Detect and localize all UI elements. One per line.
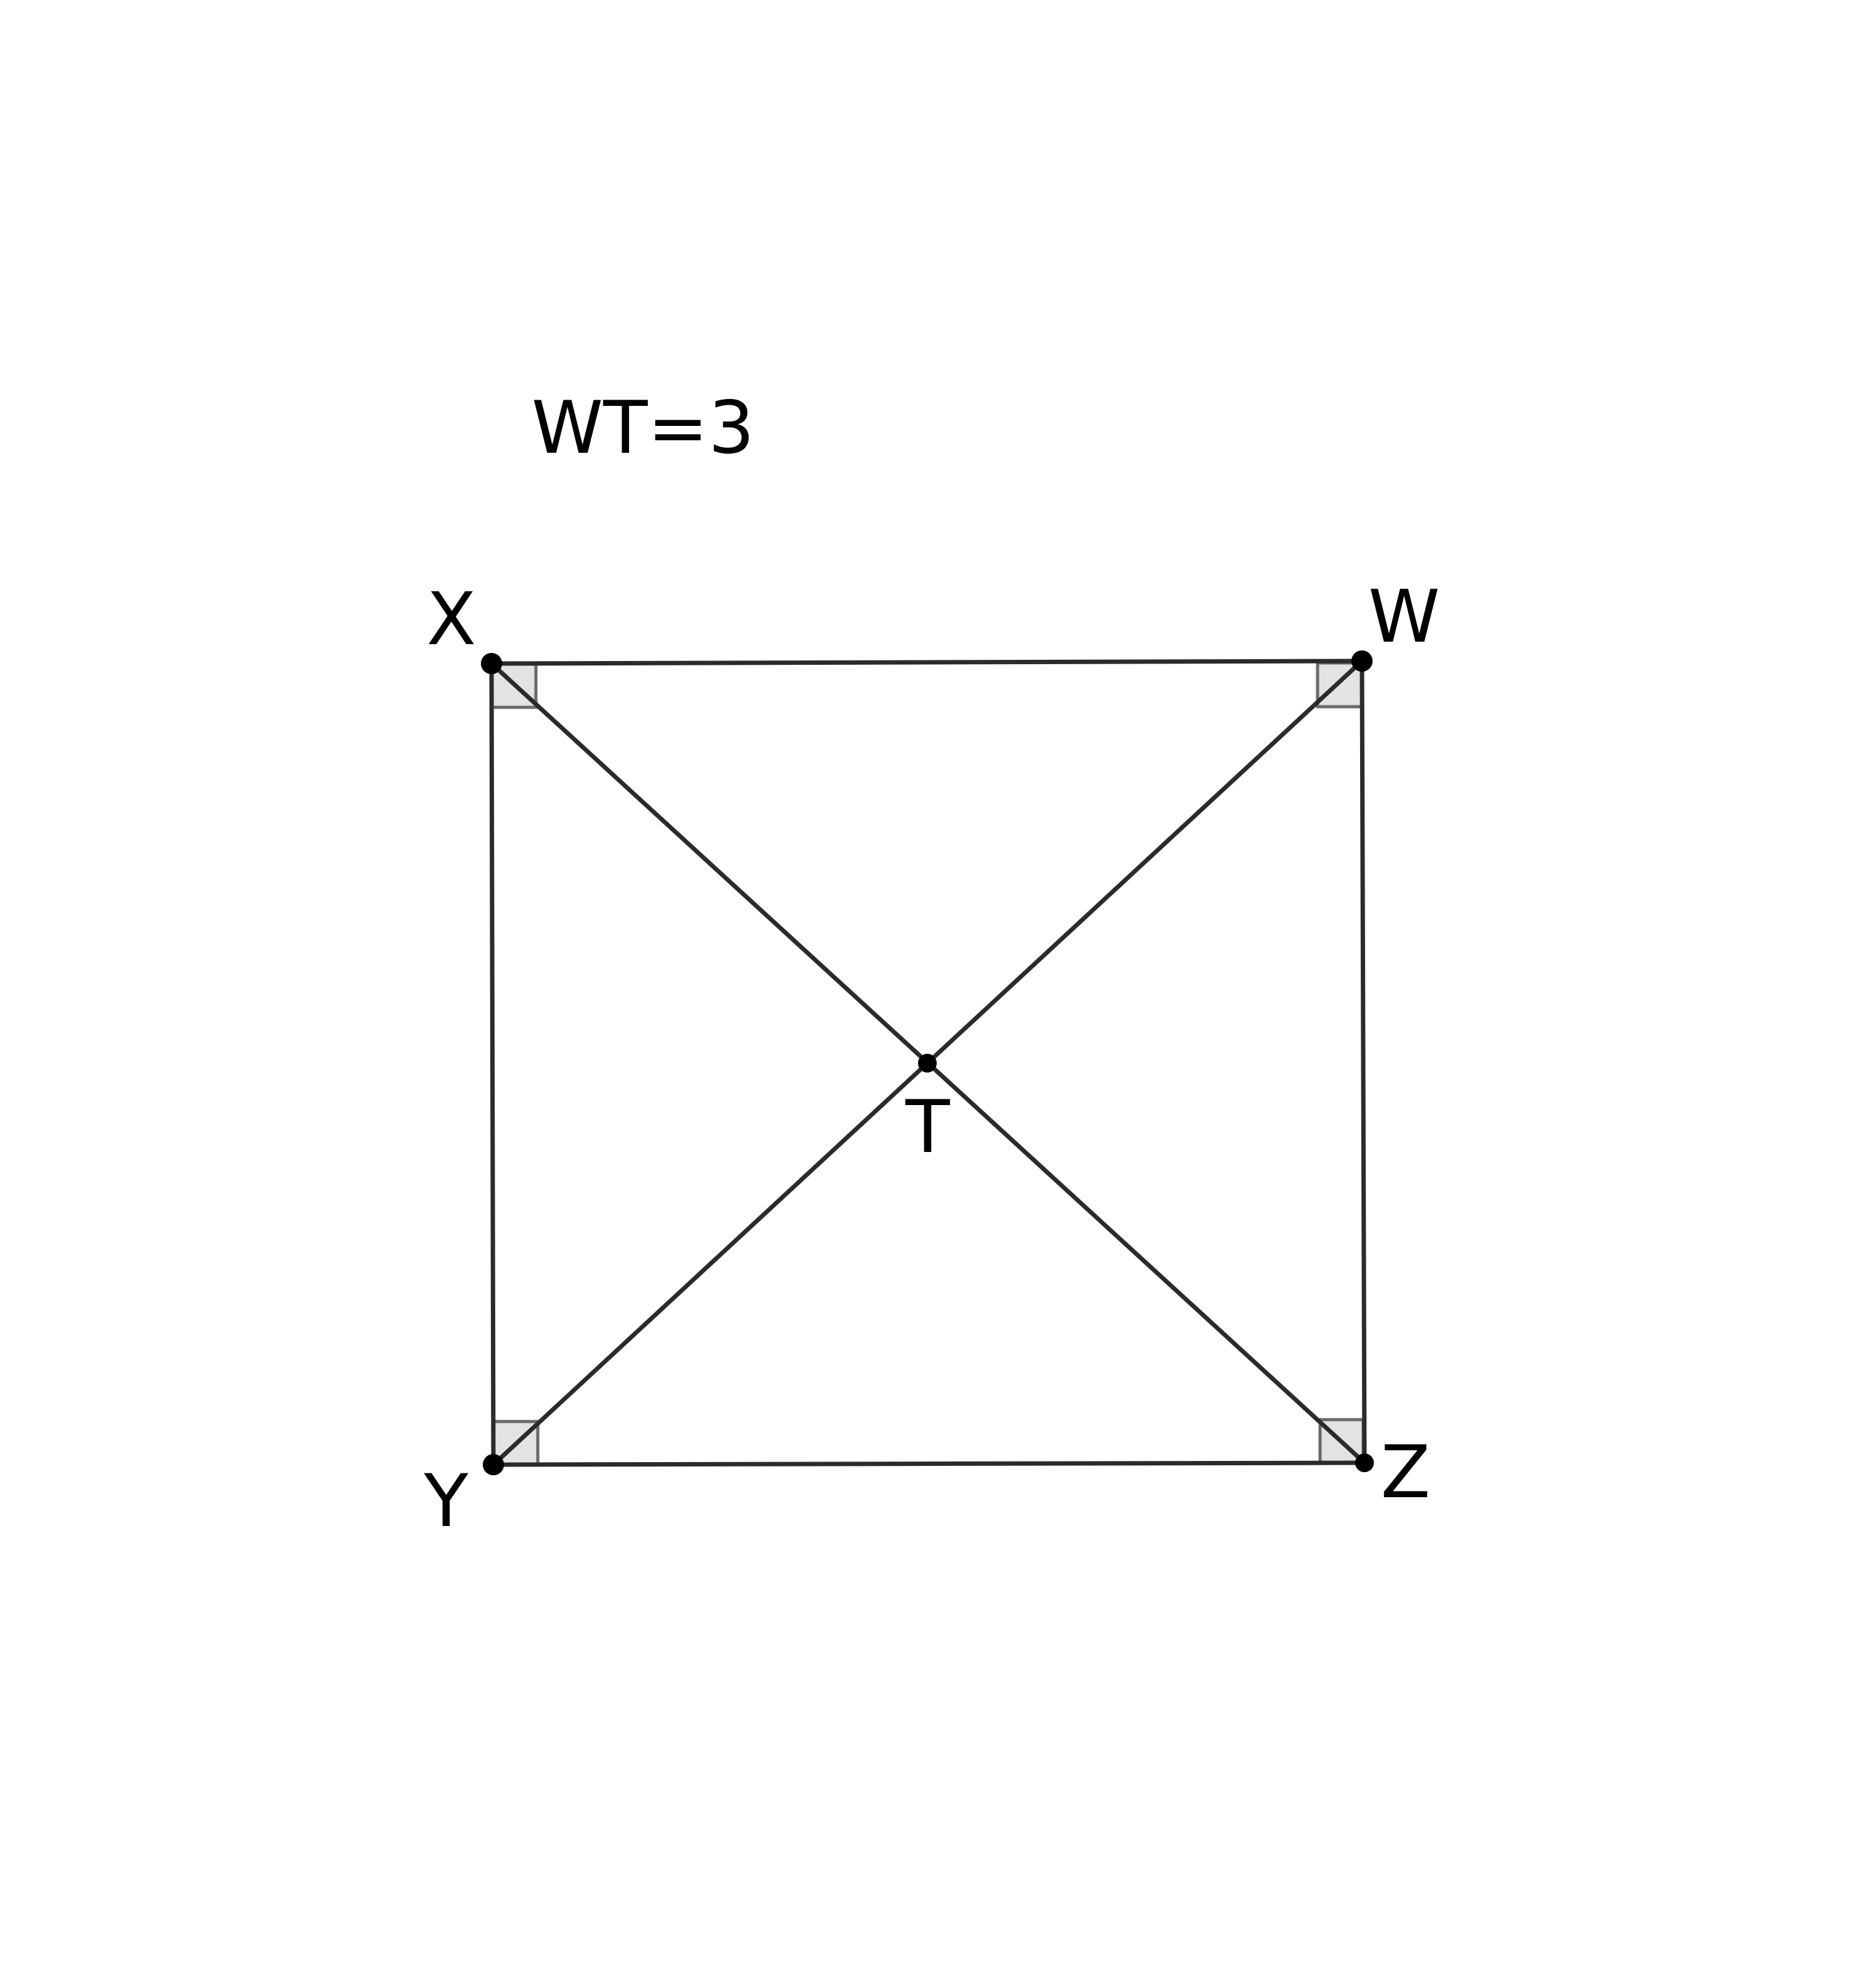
vertex-w-label: W (1368, 575, 1440, 659)
vertex-z-point (1355, 1453, 1374, 1472)
vertex-labels: X W Y Z T (423, 575, 1440, 1543)
vertex-t-point (918, 1054, 937, 1073)
vertex-points (481, 650, 1374, 1475)
given-length-label: WT=3 (532, 386, 755, 470)
vertex-t-label: T (905, 1085, 951, 1169)
vertex-w-point (1351, 650, 1373, 672)
side-xw (489, 659, 1364, 666)
side-wz (1359, 659, 1367, 1465)
vertex-x-label: X (426, 577, 476, 662)
quadrilateral-xwzy (489, 659, 1367, 1467)
vertex-x-point (481, 653, 502, 674)
side-yx (489, 661, 496, 1467)
side-zy (491, 1460, 1367, 1467)
vertex-y-point (483, 1454, 504, 1475)
vertex-y-label: Y (423, 1459, 469, 1543)
vertex-z-label: Z (1381, 1430, 1430, 1515)
